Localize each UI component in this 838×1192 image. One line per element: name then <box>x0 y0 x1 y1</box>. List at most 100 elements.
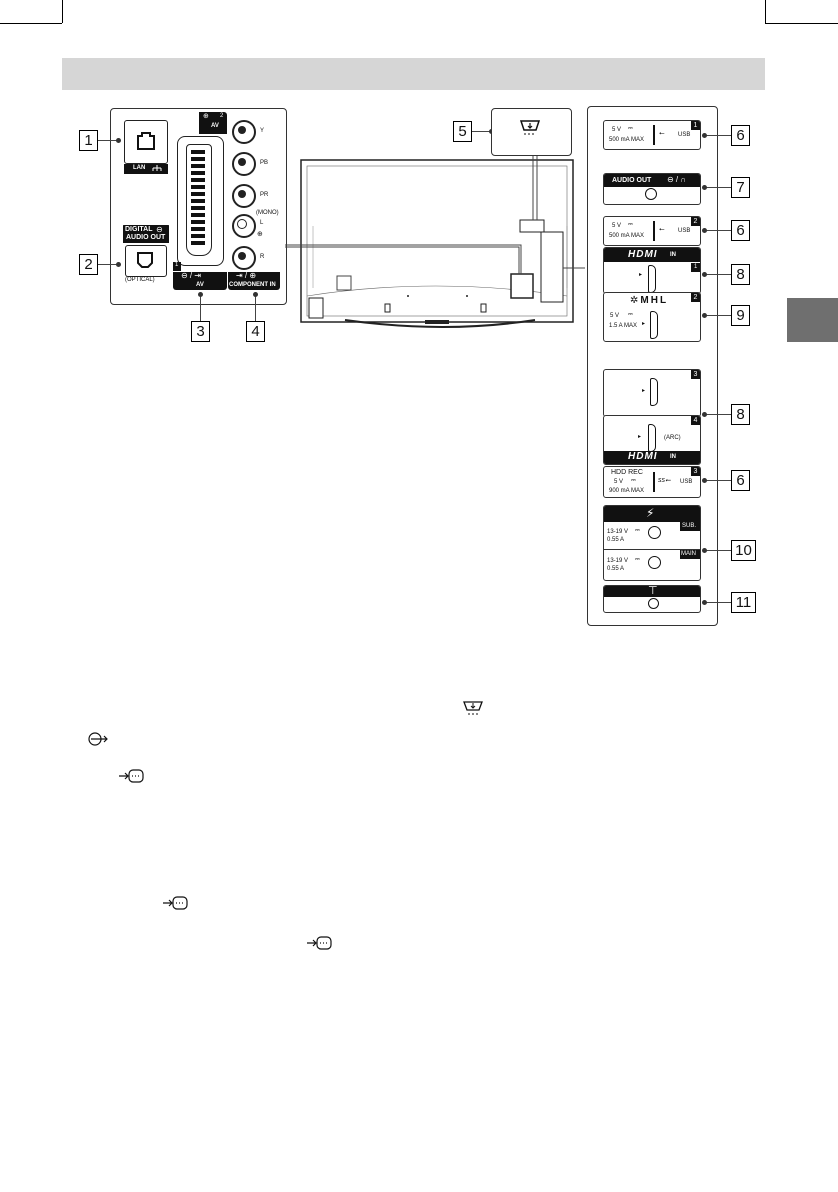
hdd-rec-label: HDD REC <box>611 469 643 476</box>
callout-6a: 6 <box>731 125 750 146</box>
callout-6c: 6 <box>731 470 750 491</box>
mhl-slot <box>650 311 658 339</box>
callout-9: 9 <box>731 305 750 326</box>
callout-7: 7 <box>731 177 750 198</box>
leader-5 <box>472 131 492 132</box>
sat-sub-current: 0.55 A <box>607 537 625 543</box>
pr-jack <box>232 184 256 208</box>
digital-audio-out-port: DIGITAL ⊖ AUDIO OUT (OPTICAL) <box>121 225 171 287</box>
usb2-label: USB <box>678 228 691 234</box>
leader-dot-10 <box>702 548 707 553</box>
callout-11: 11 <box>731 592 756 613</box>
ir-blaster-icon <box>520 120 540 135</box>
callout-8a: 8 <box>731 264 750 285</box>
usb1-voltage: 5 V <box>612 127 622 133</box>
callout-5: 5 <box>453 121 472 142</box>
callout-3: 3 <box>191 321 210 342</box>
leader-dot-1 <box>116 138 121 143</box>
leader-dot-6c <box>702 478 707 483</box>
hdmi1-slot <box>648 265 656 293</box>
pr-label: PR <box>260 192 269 198</box>
headphone-jack <box>645 188 657 200</box>
av-input-icon: ⊕ <box>203 113 209 120</box>
sat-main-current: 0.55 A <box>607 566 625 572</box>
leader-8b <box>704 414 731 415</box>
lan-jack-icon <box>137 132 155 150</box>
callout-4: 4 <box>246 321 265 342</box>
antenna-icon: ⊤ <box>648 585 658 597</box>
av-bottom-num: 1 <box>175 262 179 268</box>
leader-dot-9 <box>702 313 707 318</box>
mhl-logo: ✲MHL <box>630 295 669 306</box>
usb3-num: 3 <box>691 467 700 476</box>
hdmi-in-top: IN <box>670 252 676 258</box>
mhl-num: 2 <box>691 293 700 302</box>
leader-6c <box>704 480 731 481</box>
callout-8b: 8 <box>731 404 750 425</box>
usb-icon: ⭠ <box>659 226 665 233</box>
hdmi4-arc-port: 4 ▸ (ARC) HDMI IN <box>603 415 701 465</box>
leader-8a <box>704 274 731 275</box>
audio-out-headphone-port: AUDIO OUT ⊖ / ∩ <box>603 173 701 205</box>
audio-output-icon: ⊖ <box>156 225 163 234</box>
callout-1: 1 <box>79 130 98 151</box>
leader-dot-6b <box>702 228 707 233</box>
usb2-num: 2 <box>691 217 700 226</box>
leader-3 <box>200 295 201 321</box>
leader-dot-3 <box>198 292 203 297</box>
lan-port: LAN <box>121 118 171 174</box>
component-io-icons: ⇥ / ⊕ <box>236 271 257 280</box>
headphone-icon: ⊖ / ∩ <box>667 175 687 184</box>
callout-2: 2 <box>79 254 98 275</box>
audio-out-label: AUDIO OUT <box>126 234 166 241</box>
usb1-current: 500 mA MAX <box>609 137 645 143</box>
network-icon <box>152 165 162 171</box>
hdmi2-mhl-port: 2 ✲MHL 5 V ⎓ 1.5 A MAX ▸ <box>603 292 701 342</box>
satellite-ports: ⚡ SUB. 13-19 V ⎓ 0.55 A MAIN 13-19 V ⎓ 0… <box>603 505 701 581</box>
callout-10: 10 <box>731 540 756 561</box>
hdmi-logo-bottom: HDMI <box>628 451 658 462</box>
y-label: Y <box>260 128 265 134</box>
sat-sub-jack <box>648 526 661 539</box>
usb1-port: 1 5 V ⎓ 500 mA MAX ⭠ USB <box>603 120 701 150</box>
audio-l-jack <box>232 214 256 238</box>
audio-input-icon: ⊕ <box>257 231 263 238</box>
leader-dot-8b <box>702 412 707 417</box>
leader-11 <box>704 602 731 603</box>
leader-dot-7 <box>702 185 707 190</box>
leader-2 <box>98 264 118 265</box>
usb2-voltage: 5 V <box>612 223 622 229</box>
usb3-current: 900 mA MAX <box>609 488 645 494</box>
hdmi1-num: 1 <box>694 264 698 270</box>
usb2-current: 500 mA MAX <box>609 233 645 239</box>
audio-output-inline-icon <box>88 732 108 746</box>
antenna-jack <box>648 598 659 609</box>
av-bottom-label: AV <box>196 282 204 288</box>
leader-dot-2 <box>116 262 121 267</box>
digital-label: DIGITAL <box>125 226 153 233</box>
pb-jack <box>232 152 256 176</box>
crop-mark-top-left-v <box>62 0 63 23</box>
usb3-voltage: 5 V <box>614 479 624 485</box>
leader-10 <box>704 550 731 551</box>
av-top-num: 2 <box>220 113 224 119</box>
usb1-label: USB <box>678 132 691 138</box>
y-jack <box>232 120 256 144</box>
leader-dot-8a <box>702 272 707 277</box>
hdmi3-num: 3 <box>691 370 700 379</box>
leader-6a <box>704 135 731 136</box>
ir-sensor-panel <box>491 108 572 156</box>
component-in-label: COMPONENT IN <box>229 282 276 288</box>
scart-pins <box>191 150 205 246</box>
leader-dot-6a <box>702 133 707 138</box>
leader-dot-4 <box>253 292 258 297</box>
av-io-icons: ⊖ / ⇥ <box>181 271 202 280</box>
l-label: L <box>260 220 264 226</box>
av-top-label: AV <box>211 123 219 129</box>
hdmi1-port: HDMI IN 1 ▸ <box>603 247 701 294</box>
crop-mark-top-right-v <box>765 0 766 23</box>
antenna-port: ⊤ <box>603 585 701 613</box>
satellite-dish-icon: ⚡ <box>646 506 655 520</box>
leader-7 <box>704 187 731 188</box>
usb-icon: ⭠ <box>659 130 665 137</box>
